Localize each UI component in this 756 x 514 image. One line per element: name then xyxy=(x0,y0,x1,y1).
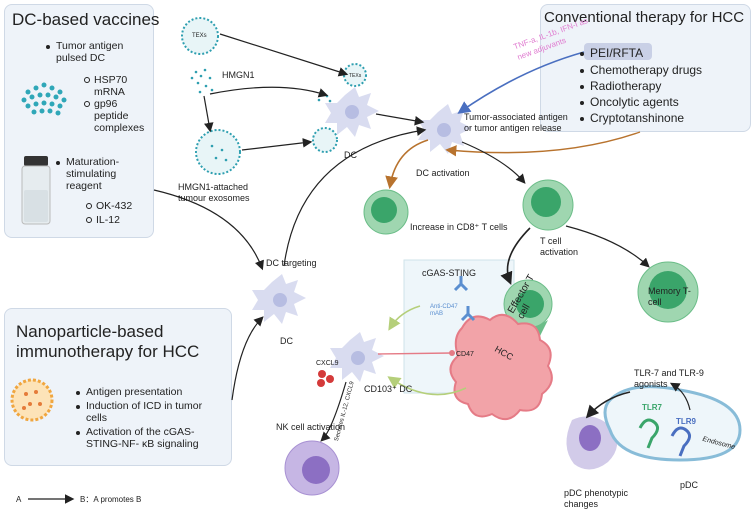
pei-highlight xyxy=(584,43,652,60)
mrna-dots-icon xyxy=(21,82,67,116)
dc-targeting-label: DC targeting xyxy=(266,258,317,268)
conventional-item-5: Cryptotanshinone xyxy=(579,111,685,125)
arrow-cd103-to-nk xyxy=(320,381,347,442)
arrow-hcc-to-cd103 xyxy=(387,376,467,396)
conventional-title: Conventional therapy for HCC xyxy=(544,9,745,26)
dc-activation-label: DC activation xyxy=(416,168,470,178)
cd103-dc-icon xyxy=(330,332,384,382)
arrow-hmgn1-to-dc xyxy=(209,86,329,98)
nk-activation-label: NK cell activation xyxy=(276,422,346,432)
cgas-sting-label: cGAS-STING xyxy=(422,268,477,278)
nanoparticle-item-1: Antigen presentation xyxy=(76,386,224,398)
nanoparticle-item-3: Activation of the cGAS-STING-NF- κB sign… xyxy=(76,426,226,450)
t-cell-activation-label: T cell activation xyxy=(540,236,579,257)
dc-vaccines-sub-3: OK-432 xyxy=(85,200,133,212)
arrow-agonists-to-pdc xyxy=(585,391,631,419)
cd103-dc-label: CD103⁺ DC xyxy=(364,384,413,394)
arrow-cd47-block xyxy=(377,352,453,355)
arrow-conventional-orange xyxy=(445,131,641,157)
conventional-panel xyxy=(540,4,751,132)
tlr7-label: TLR7 xyxy=(642,403,662,412)
memory-t-cell-label: Memory T-cell xyxy=(648,286,691,307)
pdc-changes-label: pDC phenotypic changes xyxy=(564,488,629,509)
tumor-antigen-label: Tumor-associated antigen or tumor antige… xyxy=(464,112,568,133)
anti-cd47-label: Anti-CD47 mAB xyxy=(430,304,458,317)
nanoparticle-icon xyxy=(10,378,54,422)
dc-cell-activation-icon xyxy=(418,104,472,154)
arrow-exosome-to-dc xyxy=(241,138,313,151)
anti-cd47-antibody-icon xyxy=(453,276,476,322)
arrow-tcell-to-effector xyxy=(500,227,531,285)
arrow-dc-to-activation xyxy=(375,113,425,126)
hcc-tumor-icon xyxy=(449,313,553,421)
cd8-t-cell-icon xyxy=(363,189,409,235)
tlr-agonists-label: TLR-7 and TLR-9 agonists xyxy=(634,368,704,389)
arrow-tcell-to-memory xyxy=(565,225,650,268)
nanoparticle-item-2: Induction of ICD in tumor cells xyxy=(76,400,224,424)
hmgn1-label: HMGN1 xyxy=(222,70,255,80)
dc-vaccines-item-1: Tumor antigen pulsed DC xyxy=(46,40,140,64)
arrow-texs-to-dc xyxy=(219,33,349,77)
texs-small-label: TEXs xyxy=(349,73,362,79)
dc-vaccines-title: DC-based vaccines xyxy=(12,10,160,29)
hmgn1-exosome-icon xyxy=(195,129,241,175)
arrow-conventional-blue xyxy=(457,51,585,114)
memory-t-cell-icon xyxy=(637,261,699,323)
texs-label: TEXs xyxy=(192,33,207,39)
arrow-dc-vaccines-to-targeting xyxy=(153,189,264,271)
cd47-label: CD47 xyxy=(456,351,474,358)
conventional-item-2: Chemotherapy drugs xyxy=(579,63,703,77)
arrow-activation-to-tcell xyxy=(461,141,526,184)
dc-cell-top-icon xyxy=(325,87,379,137)
tlr7-receptor-icon xyxy=(638,418,659,449)
cxcl9-label: CXCL9 xyxy=(316,360,339,367)
dc-vaccines-sub-4: IL-12 xyxy=(86,214,120,226)
texs-small-exosome-icon xyxy=(343,63,367,87)
arrow-hmgn1-down xyxy=(203,95,214,133)
arrow-targeting-to-activation xyxy=(283,126,427,267)
vial-icon xyxy=(21,156,51,225)
arrow-activation-to-cd8 xyxy=(385,139,429,190)
arrow-cgas-down xyxy=(388,305,421,331)
hmgn1-dots-icon xyxy=(190,68,332,103)
dc-vaccines-sub-2: gp96 peptide complexes xyxy=(84,98,150,134)
conventional-item-1: PEI/RFTA xyxy=(579,46,644,60)
texs-exosome-icon xyxy=(181,17,219,55)
cd8-label: Increase in CD8⁺ T cells xyxy=(410,222,508,232)
arrow-nanoparticle-to-dc xyxy=(231,316,264,401)
nanoparticle-title: Nanoparticle-based immunotherapy for HCC xyxy=(16,322,200,361)
pdc-label: pDC xyxy=(680,480,699,490)
dc-top-label: DC xyxy=(344,150,357,160)
tlr9-receptor-icon xyxy=(670,426,691,457)
dc-vaccines-item-2: Maturation-stimulating reagent xyxy=(56,156,142,192)
t-cell-activation-icon xyxy=(522,179,574,231)
conventional-item-4: Oncolytic agents xyxy=(580,95,679,109)
hmgn1-exosome-small-icon xyxy=(312,127,338,153)
dc-vaccines-sub-1: HSP70 mRNA xyxy=(84,74,146,98)
nk-cell-icon xyxy=(284,440,340,496)
tlr9-label: TLR9 xyxy=(676,417,696,426)
hmgn1-exosome-label: HMGN1-attached tumour exosomes xyxy=(178,182,250,203)
arrow-pdc-up xyxy=(669,382,691,411)
cxcl9-molecules-icon xyxy=(317,370,334,387)
legend-b-label: B：A promotes B xyxy=(80,495,142,504)
conventional-item-3: Radiotherapy xyxy=(579,79,662,93)
dc-cell-targeting-icon xyxy=(252,274,306,324)
legend-a-label: A xyxy=(16,495,22,504)
pdc-phenotypic-cell-icon xyxy=(566,416,618,470)
dc-mid-label: DC xyxy=(280,336,293,346)
